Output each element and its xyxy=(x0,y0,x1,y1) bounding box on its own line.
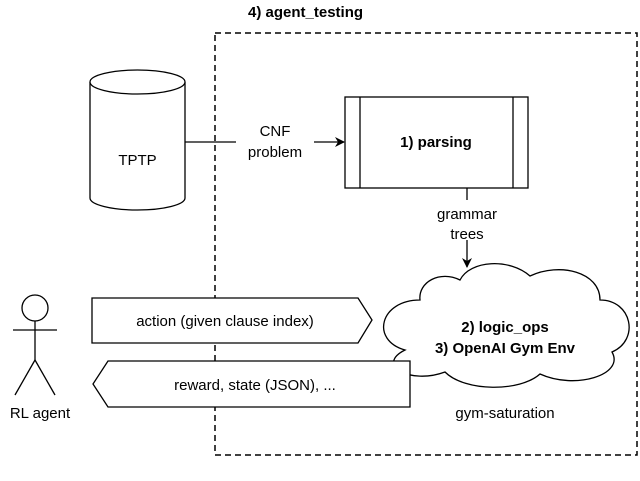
gym-env-label: 3) OpenAI Gym Env xyxy=(435,340,576,357)
reward-label: reward, state (JSON), ... xyxy=(174,377,336,394)
action-label: action (given clause index) xyxy=(136,313,314,330)
reward-arrow: reward, state (JSON), ... xyxy=(92,360,411,408)
parsing-label: 1) parsing xyxy=(400,134,472,151)
cnf-label-1: CNF xyxy=(260,123,291,140)
grammar-label-1: grammar xyxy=(437,206,497,223)
action-arrow: action (given clause index) xyxy=(91,297,373,344)
cnf-label-2: problem xyxy=(248,144,302,161)
rl-agent-label: RL agent xyxy=(10,405,71,422)
agent-testing-boundary xyxy=(214,32,638,456)
parsing-process: 1) parsing xyxy=(344,96,529,189)
agent-testing-title: 4) agent_testing xyxy=(248,4,363,21)
rl-agent-actor xyxy=(13,294,57,396)
grammar-label-2: trees xyxy=(450,226,483,243)
tptp-label: TPTP xyxy=(118,152,156,169)
tptp-database: TPTP xyxy=(89,69,186,211)
logic-ops-label: 2) logic_ops xyxy=(461,319,549,336)
gym-saturation-cloud: 2) logic_ops 3) OpenAI Gym Env xyxy=(383,263,630,388)
gym-saturation-label: gym-saturation xyxy=(455,405,554,422)
